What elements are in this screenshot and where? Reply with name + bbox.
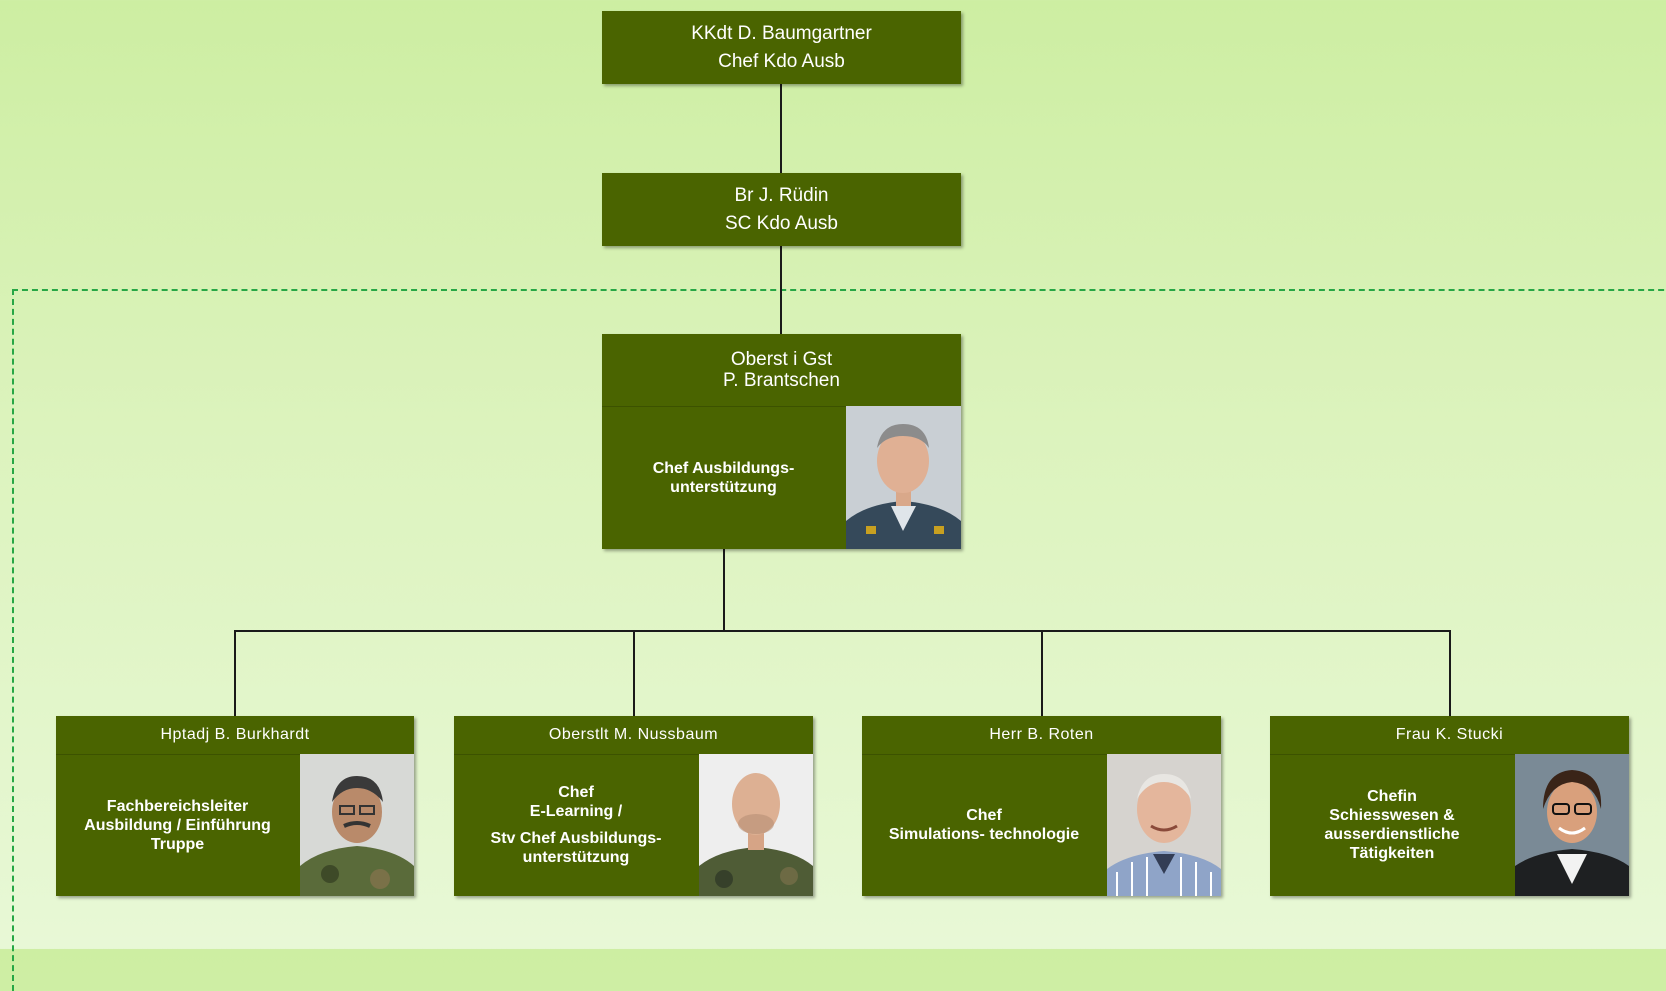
head-role-line1: Chef Ausbildungs- bbox=[652, 459, 795, 477]
second-title: SC Kdo Ausb bbox=[724, 212, 839, 234]
member-1-role: Fachbereichsleiter Ausbildung / Einführu… bbox=[56, 754, 299, 896]
member-2-role-line2: E-Learning / bbox=[529, 803, 623, 820]
member-1-photo bbox=[300, 754, 414, 896]
member-4-role-line3: ausserdienstliche bbox=[1324, 826, 1460, 843]
org-box-second: Br J. Rüdin SC Kdo Ausb bbox=[602, 173, 961, 246]
member-3-role-line2: Simulations- technologie bbox=[888, 826, 1080, 843]
connector-top-second bbox=[780, 84, 782, 174]
connector-head-down bbox=[723, 549, 725, 632]
member-2-role-line1: Chef bbox=[558, 784, 594, 801]
member-1-role-line2: Ausbildung / Einführung bbox=[84, 816, 271, 834]
member-4-name: Frau K. Stucki bbox=[1270, 716, 1629, 755]
member-4-role-line4: Tätigkeiten bbox=[1349, 845, 1435, 862]
connector-member-4 bbox=[1449, 630, 1451, 716]
head-role: Chef Ausbildungs- unterstützung bbox=[602, 406, 845, 549]
org-box-head: Oberst i Gst P. Brantschen Chef Ausbildu… bbox=[602, 334, 961, 549]
head-name-line1: Oberst i Gst bbox=[730, 349, 833, 370]
connector-member-2 bbox=[633, 630, 635, 716]
org-box-member-2: Oberstlt M. Nussbaum Chef E-Learning / S… bbox=[454, 716, 813, 896]
head-name-line2: P. Brantschen bbox=[723, 370, 840, 391]
department-boundary bbox=[12, 289, 1666, 991]
head-role-line2: unterstützung bbox=[670, 478, 777, 496]
member-3-role-line1: Chef bbox=[966, 807, 1002, 824]
connector-horizontal bbox=[234, 630, 1451, 632]
head-photo bbox=[846, 406, 961, 549]
member-4-role-line1: Chefin bbox=[1367, 788, 1417, 805]
top-name: KKdt D. Baumgartner bbox=[691, 22, 872, 44]
member-2-role-line4: unterstützung bbox=[522, 849, 630, 866]
member-1-name: Hptadj B. Burkhardt bbox=[56, 716, 414, 755]
member-4-role: Chefin Schiesswesen & ausserdienstliche … bbox=[1270, 754, 1514, 896]
member-2-name: Oberstlt M. Nussbaum bbox=[454, 716, 813, 755]
second-name: Br J. Rüdin bbox=[734, 184, 829, 206]
member-1-role-line1: Fachbereichsleiter bbox=[106, 797, 249, 815]
member-4-photo bbox=[1515, 754, 1629, 896]
org-box-member-3: Herr B. Roten Chef Simulations- technolo… bbox=[862, 716, 1221, 896]
head-name: Oberst i Gst P. Brantschen bbox=[602, 334, 961, 407]
member-2-role-line3: Stv Chef Ausbildungs- bbox=[490, 830, 662, 847]
connector-member-3 bbox=[1041, 630, 1043, 716]
member-2-photo bbox=[699, 754, 813, 896]
member-3-photo bbox=[1107, 754, 1221, 896]
connector-member-1 bbox=[234, 630, 236, 716]
member-3-role: Chef Simulations- technologie bbox=[862, 754, 1106, 896]
org-box-top: KKdt D. Baumgartner Chef Kdo Ausb bbox=[602, 11, 961, 84]
connector-second-head bbox=[780, 246, 782, 334]
member-3-name: Herr B. Roten bbox=[862, 716, 1221, 755]
member-2-role: Chef E-Learning / Stv Chef Ausbildungs- … bbox=[454, 754, 698, 896]
org-box-member-4: Frau K. Stucki Chefin Schiesswesen & aus… bbox=[1270, 716, 1629, 896]
member-1-role-line3: Truppe bbox=[150, 835, 205, 853]
org-box-member-1: Hptadj B. Burkhardt Fachbereichsleiter A… bbox=[56, 716, 414, 896]
top-title: Chef Kdo Ausb bbox=[718, 50, 845, 72]
member-4-role-line2: Schiesswesen & bbox=[1329, 807, 1455, 824]
